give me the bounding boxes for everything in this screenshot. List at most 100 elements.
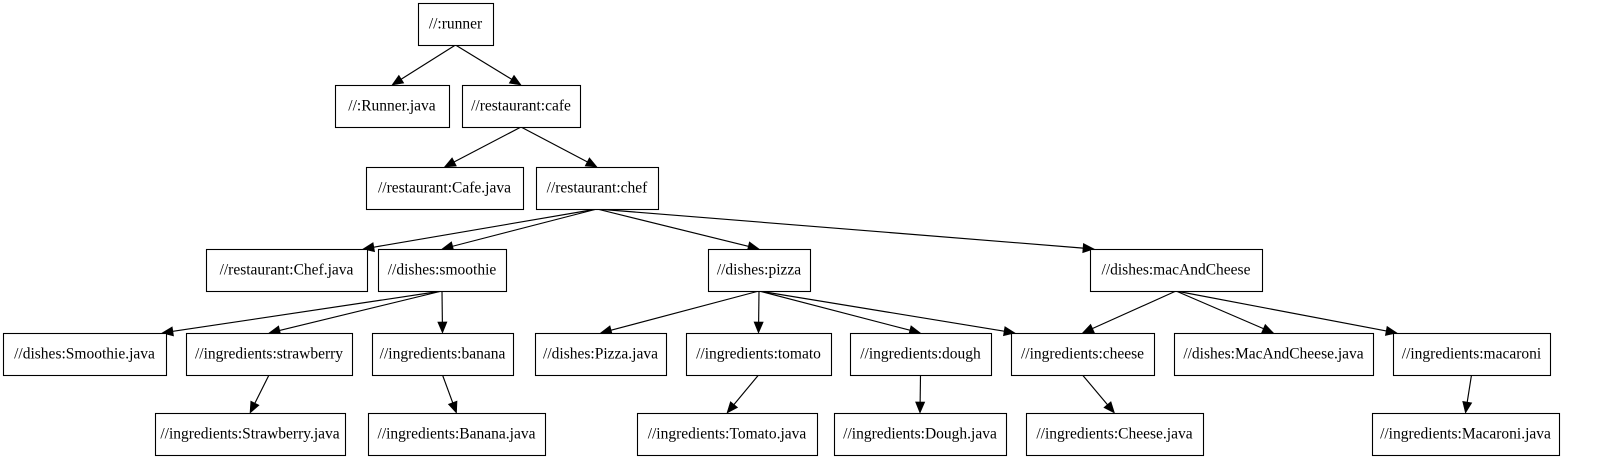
graph-edge <box>1175 290 1275 334</box>
graph-edge <box>391 44 456 86</box>
graph-node[interactable]: //restaurant:chef <box>535 166 660 211</box>
node-label: //ingredients:banana <box>380 346 506 363</box>
edge-arrowhead <box>1261 323 1275 334</box>
graph-node[interactable]: //ingredients:Cheese.java <box>1025 412 1205 457</box>
graph-edge <box>758 290 1016 337</box>
graph-edge <box>455 44 522 86</box>
node-box[interactable] <box>1089 248 1264 293</box>
node-box[interactable] <box>534 332 668 377</box>
node-box[interactable] <box>367 412 547 457</box>
node-box[interactable] <box>636 412 819 457</box>
graph-edge <box>1082 374 1116 414</box>
graph-edge <box>599 290 760 335</box>
node-box[interactable] <box>1025 412 1205 457</box>
edge-line <box>452 208 598 247</box>
graph-node[interactable]: //ingredients:Tomato.java <box>636 412 819 457</box>
node-box[interactable] <box>205 248 369 293</box>
graph-node[interactable]: //dishes:pizza <box>707 248 812 293</box>
graph-edge <box>520 126 598 168</box>
edge-arrowhead <box>1462 401 1473 414</box>
node-label: //dishes:MacAndCheese.java <box>1183 346 1363 363</box>
graph-edge <box>249 374 270 414</box>
graph-node[interactable]: //ingredients:cheese <box>1010 332 1156 377</box>
node-label: //restaurant:Chef.java <box>220 262 354 279</box>
edge-line <box>758 290 1005 332</box>
node-box[interactable] <box>365 166 525 211</box>
node-box[interactable] <box>685 332 833 377</box>
node-box[interactable] <box>377 248 508 293</box>
edge-line <box>279 290 443 331</box>
graph-node[interactable]: //:runner <box>417 2 495 47</box>
graph-node[interactable]: //ingredients:tomato <box>685 332 833 377</box>
edge-line <box>758 290 910 331</box>
edge-line <box>373 208 598 248</box>
graph-edge <box>443 126 522 168</box>
graph-node[interactable]: //dishes:Smoothie.java <box>2 332 168 377</box>
node-label: //dishes:smoothie <box>388 262 497 279</box>
node-label: //restaurant:cafe <box>471 98 571 115</box>
node-box[interactable] <box>2 332 168 377</box>
node-box[interactable] <box>334 84 451 129</box>
graph-node[interactable]: //restaurant:Chef.java <box>205 248 369 293</box>
graph-node[interactable]: //dishes:MacAndCheese.java <box>1173 332 1375 377</box>
node-label: //ingredients:tomato <box>696 346 821 363</box>
node-box[interactable] <box>1371 412 1561 457</box>
graph-node[interactable]: //ingredients:Strawberry.java <box>154 412 347 457</box>
edge-arrowhead <box>1082 243 1095 254</box>
node-label: //dishes:Pizza.java <box>543 346 658 363</box>
node-label: //restaurant:Cafe.java <box>378 180 511 197</box>
node-label: //ingredients:Banana.java <box>378 426 536 443</box>
graph-edge <box>362 208 598 253</box>
graph-node[interactable]: //:Runner.java <box>334 84 451 129</box>
edge-arrowhead <box>1103 401 1116 414</box>
graph-node[interactable]: //ingredients:dough <box>849 332 993 377</box>
edge-line <box>1175 290 1387 332</box>
graph-node[interactable]: //ingredients:banana <box>371 332 515 377</box>
edge-line <box>1466 374 1473 403</box>
node-box[interactable] <box>833 412 1008 457</box>
graph-node[interactable]: //ingredients:strawberry <box>185 332 354 377</box>
graph-edge <box>596 208 760 252</box>
edge-arrowhead <box>508 74 522 86</box>
graph-node[interactable]: //ingredients:Macaroni.java <box>1371 412 1561 457</box>
edge-line <box>520 126 588 163</box>
graph-node[interactable]: //ingredients:Banana.java <box>367 412 547 457</box>
graph-node[interactable]: //dishes:macAndCheese <box>1089 248 1264 293</box>
node-box[interactable] <box>461 84 582 129</box>
graph-node[interactable]: //restaurant:Cafe.java <box>365 166 525 211</box>
node-label: //ingredients:strawberry <box>195 346 343 363</box>
node-box[interactable] <box>154 412 347 457</box>
node-box[interactable] <box>417 2 495 47</box>
graph-edge <box>437 290 448 334</box>
node-box[interactable] <box>1173 332 1375 377</box>
graph-edge <box>1081 290 1177 334</box>
edge-line <box>172 290 443 332</box>
graph-node[interactable]: //ingredients:Dough.java <box>833 412 1008 457</box>
graph-node[interactable]: //restaurant:cafe <box>461 84 582 129</box>
graph-node[interactable]: //dishes:Pizza.java <box>534 332 668 377</box>
graph-edge <box>758 290 922 336</box>
graph-edge <box>726 374 759 414</box>
node-box[interactable] <box>849 332 993 377</box>
graph-node[interactable]: //dishes:smoothie <box>377 248 508 293</box>
node-box[interactable] <box>1392 332 1552 377</box>
node-label: //restaurant:chef <box>547 180 649 197</box>
node-box[interactable] <box>185 332 354 377</box>
node-label: //dishes:pizza <box>717 262 801 279</box>
graph-edge <box>268 290 443 336</box>
node-box[interactable] <box>535 166 660 211</box>
node-label: //ingredients:Tomato.java <box>648 426 807 443</box>
edge-arrowhead <box>437 321 448 334</box>
edge-line <box>610 290 760 331</box>
node-label: //ingredients:cheese <box>1021 346 1144 363</box>
graph-node[interactable]: //ingredients:macaroni <box>1392 332 1552 377</box>
edge-arrowhead <box>447 400 458 414</box>
edge-arrowhead <box>391 74 405 86</box>
node-label: //dishes:macAndCheese <box>1102 262 1251 279</box>
node-box[interactable] <box>707 248 812 293</box>
node-box[interactable] <box>1010 332 1156 377</box>
edge-line <box>596 208 749 247</box>
node-box[interactable] <box>371 332 515 377</box>
edge-line <box>254 374 270 404</box>
